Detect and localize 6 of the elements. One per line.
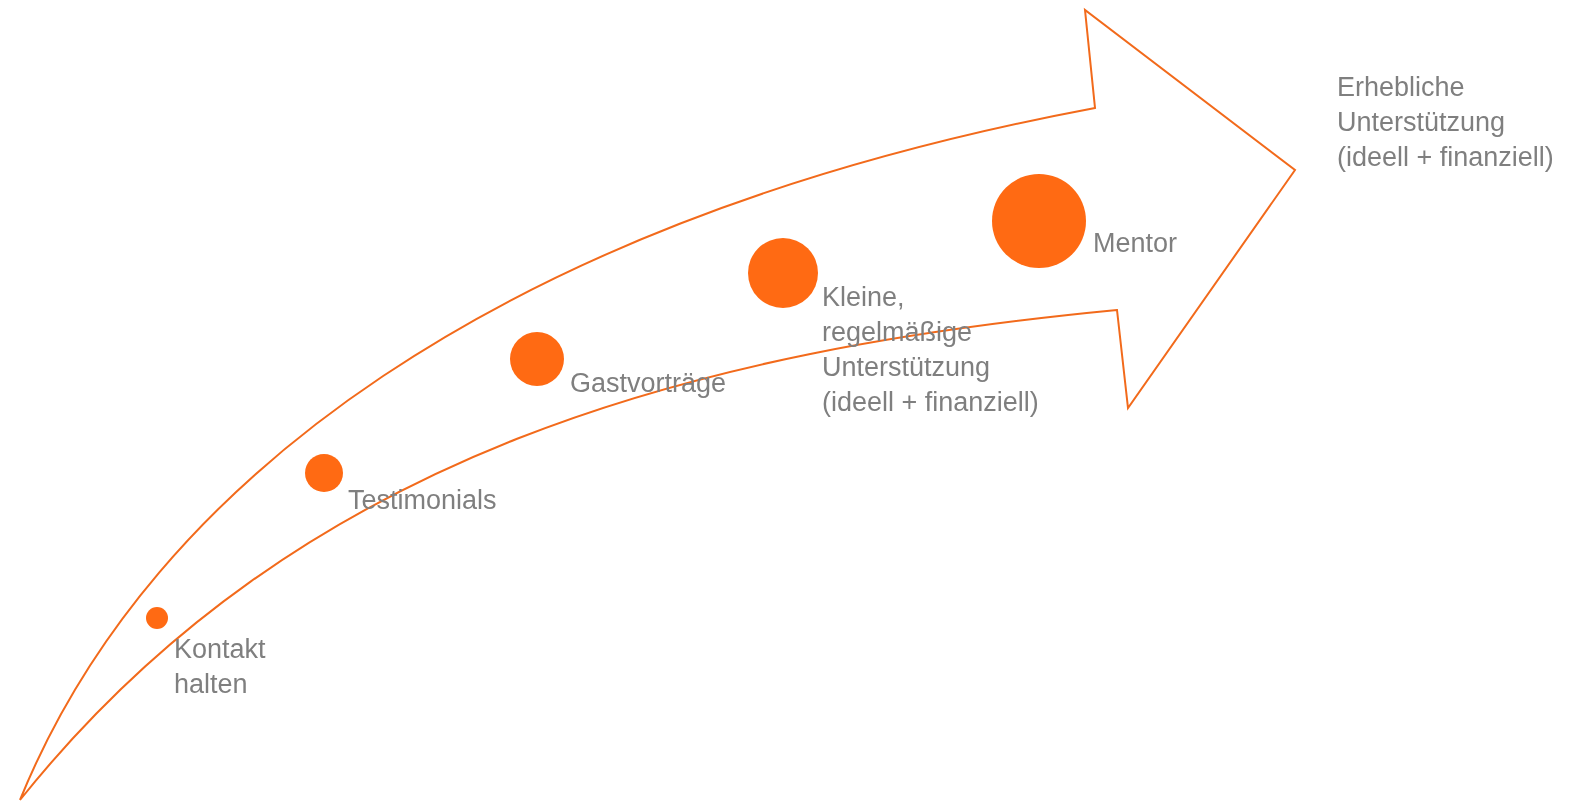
step-label: Mentor xyxy=(1093,227,1179,260)
circle-marker xyxy=(305,454,343,492)
circle-marker xyxy=(146,607,168,629)
circle-marker xyxy=(510,332,564,386)
step-label: Kontakt halten xyxy=(174,633,267,701)
goal-label: Erhebliche Unterstützung (ideell + finanziell) xyxy=(1337,71,1555,174)
